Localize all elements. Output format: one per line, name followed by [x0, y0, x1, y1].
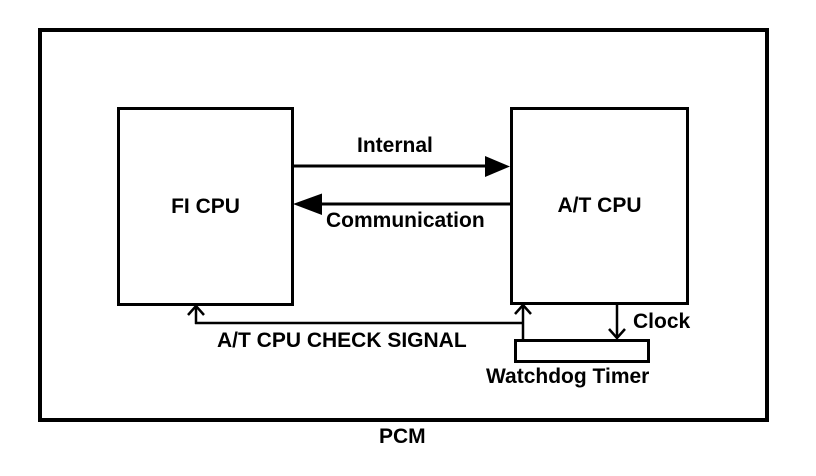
down-arrowhead-icon [608, 328, 626, 340]
fi-cpu-block: FI CPU [117, 107, 294, 306]
right-arrowhead-icon [485, 156, 510, 177]
check-signal-label: A/T CPU CHECK SIGNAL [217, 329, 467, 352]
left-arrowhead-icon [293, 193, 322, 215]
clock-down-arrow [608, 305, 626, 340]
check-signal-path [187, 303, 532, 340]
pcm-caption: PCM [379, 425, 426, 448]
up-arrowhead-icon [187, 304, 205, 316]
clock-signal-label: Clock [633, 310, 691, 333]
at-cpu-label: A/T CPU [557, 194, 642, 217]
communication-left-arrow [293, 193, 510, 215]
fi-cpu-label: FI CPU [171, 194, 240, 218]
internal-right-arrow [294, 156, 510, 177]
watchdog-timer-label: Watchdog Timer [486, 365, 650, 388]
watchdog-timer-block [514, 339, 650, 363]
up-arrowhead-icon [514, 303, 532, 315]
communication-signal-label: Communication [326, 209, 485, 232]
internal-signal-label: Internal [357, 134, 433, 157]
at-cpu-block: A/T CPU [510, 107, 689, 305]
